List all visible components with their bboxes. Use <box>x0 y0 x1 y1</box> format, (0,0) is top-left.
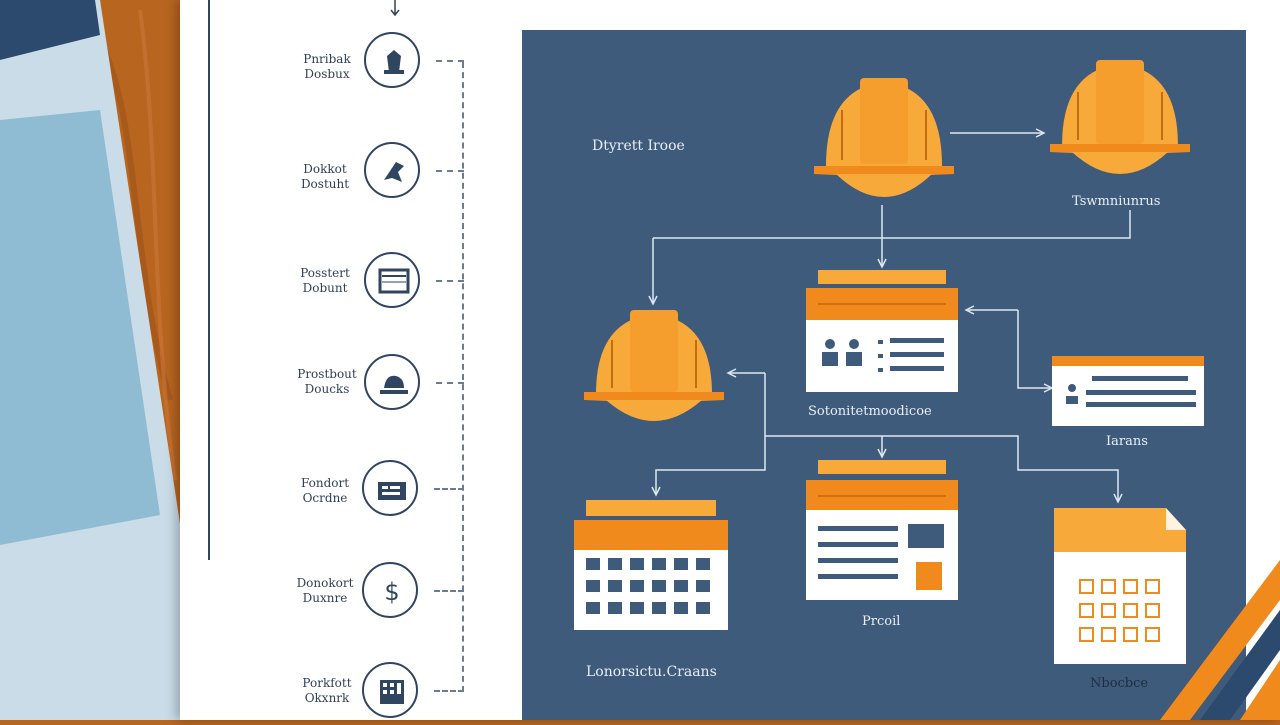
helmet-left-icon[interactable] <box>582 306 726 436</box>
panel-title: Dtyrett Irooe <box>592 138 685 154</box>
step-circle-2[interactable] <box>364 142 420 198</box>
document-icon[interactable] <box>804 460 960 602</box>
dollar-icon: $ <box>384 578 399 606</box>
document-label: Prcoil <box>862 614 901 629</box>
step-circle-7[interactable] <box>362 662 418 718</box>
screen-icon <box>378 482 406 500</box>
worker-icon <box>384 50 404 74</box>
step-circle-5[interactable] <box>362 460 418 516</box>
svg-text:$: $ <box>384 578 399 606</box>
steps-connector-line <box>462 62 464 692</box>
calculator-icon <box>380 680 404 704</box>
corner-stripes <box>1160 560 1280 720</box>
top-arrow <box>387 0 403 20</box>
calendar-label: Lonorsictu.Craans <box>586 664 717 680</box>
helmet-top-left-icon[interactable] <box>812 70 956 206</box>
helmet-icon <box>380 375 408 394</box>
step-circle-6[interactable]: $ <box>362 562 418 618</box>
id-card-icon[interactable] <box>1052 356 1204 428</box>
sheet-border <box>208 0 210 560</box>
file-label: Nbocbce <box>1090 676 1149 691</box>
file-icon[interactable] <box>1054 508 1188 666</box>
step-tick-2 <box>436 170 464 172</box>
helmet-top-right-icon[interactable] <box>1048 56 1192 190</box>
register-icon <box>378 268 410 294</box>
helmet-right-label: Tswmniunrus <box>1072 194 1161 209</box>
id-card-label: Iarans <box>1106 434 1148 449</box>
step-circle-4[interactable] <box>364 354 420 410</box>
step-tick-6 <box>434 590 464 592</box>
calendar-icon[interactable] <box>574 500 728 632</box>
step-tick-1 <box>436 60 464 62</box>
step-tick-3 <box>436 280 464 282</box>
hand-icon <box>384 162 404 182</box>
step-tick-5 <box>434 488 464 490</box>
form-card-icon[interactable] <box>804 270 960 394</box>
step-circle-1[interactable] <box>364 32 420 88</box>
step-tick-7 <box>434 690 464 692</box>
step-circle-3[interactable] <box>364 252 420 308</box>
form-card-label: Sotonitetmoodicoe <box>808 404 932 419</box>
step-tick-4 <box>436 382 464 384</box>
